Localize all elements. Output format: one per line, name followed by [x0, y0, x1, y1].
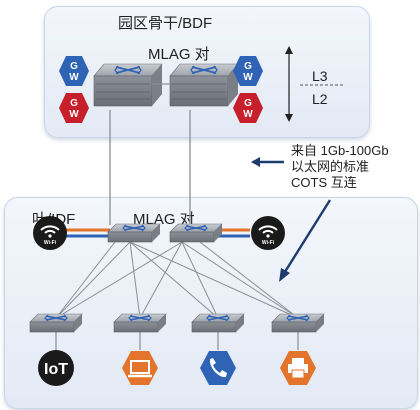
phone-icon [200, 351, 236, 385]
backbone-mlag-label: MLAG 对 [148, 46, 210, 63]
iot-icon: IoT [38, 350, 74, 386]
backbone-uplinks [109, 110, 191, 225]
svg-text:G: G [244, 61, 252, 72]
printer-icon [280, 351, 316, 385]
backbone-title: 园区骨干/BDF [118, 15, 213, 32]
access-switch-4 [271, 313, 325, 333]
l2-label: L2 [312, 91, 328, 107]
gw-badge-blue-left: G W [58, 55, 90, 87]
svg-text:G: G [70, 61, 78, 72]
l3-label: L3 [312, 68, 328, 84]
wifi-ap-left-label: Wi-Fi [44, 240, 57, 246]
svg-text:G: G [70, 98, 78, 109]
gw-badge-red-left: G W [58, 92, 90, 124]
annotation-arrow-down [279, 199, 332, 282]
gw-badge-blue-right: G W [232, 55, 264, 87]
wifi-ap-left: Wi-Fi [33, 216, 67, 250]
layer-boundary-arrow [285, 46, 344, 122]
access-switch-3 [191, 313, 245, 333]
backbone-switch-right [169, 63, 239, 107]
iot-text: IoT [44, 361, 68, 378]
svg-text:W: W [243, 72, 253, 83]
svg-text:G: G [244, 98, 252, 109]
mesh-links [55, 241, 299, 319]
laptop-icon [122, 351, 158, 385]
wifi-ap-right-label: Wi-Fi [262, 240, 275, 246]
gw-badge-red-right: G W [232, 92, 264, 124]
access-switch-1 [29, 313, 83, 333]
access-switch-2 [113, 313, 167, 333]
idf-switch-left [107, 223, 161, 243]
annotation-text: 来自 1Gb-100Gb 以太网的标准 COTS 互连 [291, 143, 389, 191]
annotation-line-1: 来自 1Gb-100Gb [291, 143, 389, 158]
annotation-line-3: COTS 互连 [291, 175, 357, 190]
svg-text:W: W [69, 109, 79, 120]
endpoint-links [55, 330, 299, 352]
wifi-ap-right: Wi-Fi [251, 216, 285, 250]
svg-text:W: W [243, 109, 253, 120]
svg-text:W: W [69, 72, 79, 83]
backbone-switch-left [93, 63, 163, 107]
idf-switch-right [169, 223, 223, 243]
annotation-line-2: 以太网的标准 [291, 159, 370, 174]
annotation-arrow-left [251, 157, 284, 167]
